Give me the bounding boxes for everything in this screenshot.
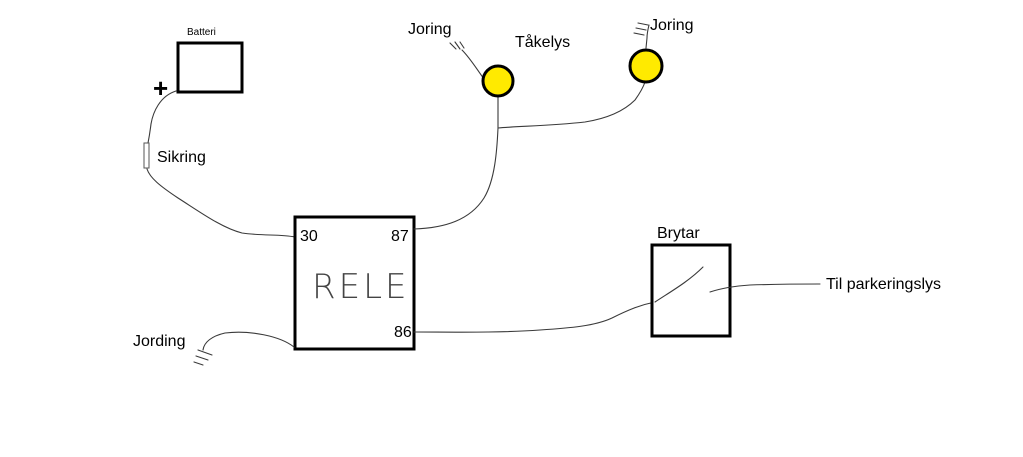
wire-battery-to-fuse (147, 90, 177, 144)
switch: Brytar (650, 225, 732, 338)
left-fog-lamp (481, 64, 515, 98)
ground-symbol-right-lamp (633, 22, 649, 36)
wire-relay-87-to-junction (413, 96, 499, 230)
relay-text: RELE (312, 267, 410, 307)
battery-label: Batteri (187, 27, 216, 38)
relay-ground-label: Jording (133, 333, 185, 350)
right-lamp-ground-label: Joring (650, 17, 694, 34)
wire-switch-to-parking-light (709, 283, 821, 293)
relay: 30 87 86 RELE (293, 215, 416, 351)
relay-pin-30: 30 (300, 228, 318, 245)
left-lamp-ground-label: Joring (408, 21, 452, 38)
wire-fuse-to-relay-30 (146, 168, 296, 238)
ground-symbol-left-lamp (449, 41, 465, 50)
battery-box (176, 41, 244, 94)
switch-contact (654, 266, 704, 303)
switch-box (650, 243, 732, 338)
battery: Batteri + (153, 27, 244, 103)
fog-lights-label: Tåkelys (515, 33, 570, 51)
switch-label: Brytar (657, 225, 700, 242)
fuse-label: Sikring (157, 149, 206, 166)
wire-right-lamp-to-ground (645, 24, 650, 49)
relay-box (293, 215, 416, 351)
parking-light-label: Til parkeringslys (826, 276, 941, 293)
battery-plus-sign: + (153, 73, 168, 103)
wire-junction-to-right-lamp (497, 81, 646, 129)
relay-pin-87: 87 (391, 228, 409, 245)
wire-left-lamp-to-ground (461, 49, 485, 80)
fuse-symbol (143, 142, 150, 169)
ground-symbol-relay (193, 349, 213, 366)
wire-relay-86-to-switch (413, 301, 656, 333)
wire-relay-to-ground (202, 331, 295, 351)
right-fog-lamp (628, 48, 664, 84)
relay-pin-86: 86 (394, 324, 412, 341)
